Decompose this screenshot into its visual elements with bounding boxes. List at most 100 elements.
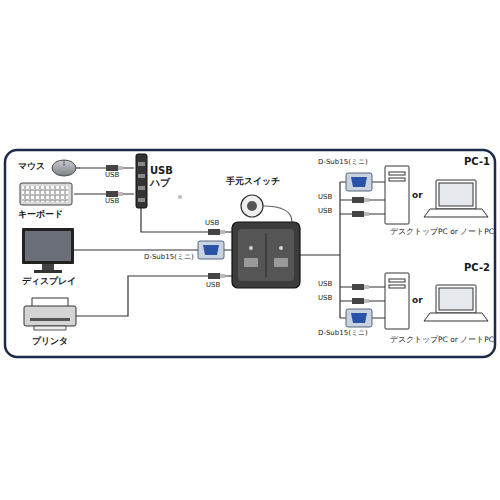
mouse-icon-part — [64, 160, 65, 166]
mouse-icon-part — [52, 160, 76, 176]
device-label: キーボード — [18, 209, 63, 220]
wires-part — [76, 276, 232, 316]
notebook-pc-icon-part — [424, 313, 488, 321]
usb-hub-icon-part — [138, 174, 145, 178]
usb-hub-icon-part — [138, 186, 145, 190]
hand-switch-icon — [241, 195, 263, 217]
or-label: or — [412, 190, 423, 201]
outer-frame — [5, 150, 495, 357]
cable-label: USB — [206, 281, 220, 289]
wires-part — [339, 182, 340, 318]
desktop-pc-icon-part — [389, 172, 405, 175]
kvm-switch-icon-part — [238, 229, 294, 281]
hand-switch-icon-part — [241, 195, 263, 217]
dsub-connector-part — [346, 173, 372, 191]
cable-label: USB — [318, 280, 332, 288]
cable-label: USB — [318, 207, 332, 215]
keyboard-icon — [20, 183, 72, 205]
device-label: PC-2 — [464, 262, 490, 274]
usb-plug-part — [352, 284, 364, 290]
usb-plug-part — [118, 166, 123, 170]
kvm-switch-icon-part — [266, 233, 267, 277]
display-device: ディスプレイ — [18, 226, 80, 288]
usb-plug-part — [352, 298, 364, 304]
kvm-switch-icon-part — [249, 246, 253, 250]
printer-icon-part — [34, 326, 66, 330]
usb-cable — [74, 193, 134, 194]
desktop-pc-icon — [385, 166, 409, 329]
cable-label: USB — [318, 294, 332, 302]
cable-label: USB — [105, 197, 119, 205]
hand-switch-icon-part — [247, 201, 257, 211]
device-label: 手元スイッチ — [226, 176, 280, 187]
usb-plug-part — [118, 192, 123, 196]
device-label: PC-1 — [464, 156, 490, 168]
desktop-pc-icon-part — [385, 166, 409, 224]
cable-label: D-Sub15(ミニ) — [318, 158, 368, 166]
usb-hub-icon — [136, 154, 182, 208]
display-icon-part — [42, 264, 54, 270]
cable-label: D-Sub15(ミニ) — [144, 253, 194, 261]
dsub-connector-part — [346, 309, 372, 327]
cable-label: USB — [205, 219, 219, 227]
desktop-pc-icon-part — [385, 273, 409, 329]
notebook-pc-icon — [424, 180, 488, 321]
kvm-switch-icon-part — [279, 246, 283, 250]
desktop-pc-icon-part — [389, 178, 405, 181]
usb-plug — [106, 165, 369, 304]
pc-group: PC-2 デスクトップPC or ノートPC — [380, 260, 494, 348]
printer-device: プリンタ — [20, 294, 80, 350]
display-icon-part — [34, 270, 62, 273]
desktop-pc-icon-part — [389, 279, 405, 282]
usb-plug-part — [352, 211, 364, 217]
usb-hub-icon-part — [138, 162, 145, 166]
device-label: USB ハブ — [150, 165, 176, 189]
dsub-connector — [198, 173, 372, 327]
keyboard-icon-part — [20, 183, 72, 205]
hand-switch: 手元スイッチ — [224, 176, 286, 218]
wires-part — [300, 254, 340, 255]
pc-caption: デスクトップPC or ノートPC — [390, 335, 494, 344]
printer-icon-part — [30, 318, 70, 321]
display-icon — [22, 228, 74, 273]
dsub-connector-part — [198, 241, 224, 259]
notebook-pc-icon-part — [436, 180, 476, 209]
usb-plug-part — [208, 273, 220, 279]
wires — [74, 182, 385, 318]
dsub-connector-part — [203, 245, 219, 255]
wires-part — [263, 206, 292, 222]
kvm-switch-icon-part — [244, 258, 258, 267]
usb-hub-icon-part — [178, 195, 182, 199]
desktop-pc-icon-part — [389, 285, 405, 288]
usb-hub-icon-part — [138, 198, 145, 202]
notebook-pc-icon-part — [436, 285, 476, 313]
wires-part — [141, 208, 232, 232]
usb-plug-part — [220, 274, 225, 278]
cable-label: USB — [318, 193, 332, 201]
notebook-pc-icon-part — [424, 209, 488, 217]
usb-plug-part — [208, 229, 220, 235]
device-label: ディスプレイ — [22, 276, 76, 287]
usb-plug-part — [364, 299, 369, 303]
notebook-pc-icon-part — [439, 183, 473, 206]
usb-plug-part — [106, 165, 118, 171]
usb-plug-part — [364, 285, 369, 289]
usb-hub: USB ハブ — [134, 152, 184, 210]
display-icon-part — [25, 231, 71, 261]
pc-group: PC-1デスクトップPC or ノートPC — [380, 154, 494, 240]
display-icon-part — [22, 228, 74, 264]
usb-plug-part — [352, 197, 364, 203]
cable-label: D-Sub15(ミニ) — [318, 329, 368, 337]
notebook-pc-icon-part — [439, 288, 473, 310]
usb-plug-part — [364, 198, 369, 202]
keyboard-icon-part — [22, 186, 68, 202]
printer-icon — [24, 298, 76, 330]
kvm-switch-icon — [232, 222, 300, 288]
keyboard-device: キーボード — [16, 181, 74, 221]
